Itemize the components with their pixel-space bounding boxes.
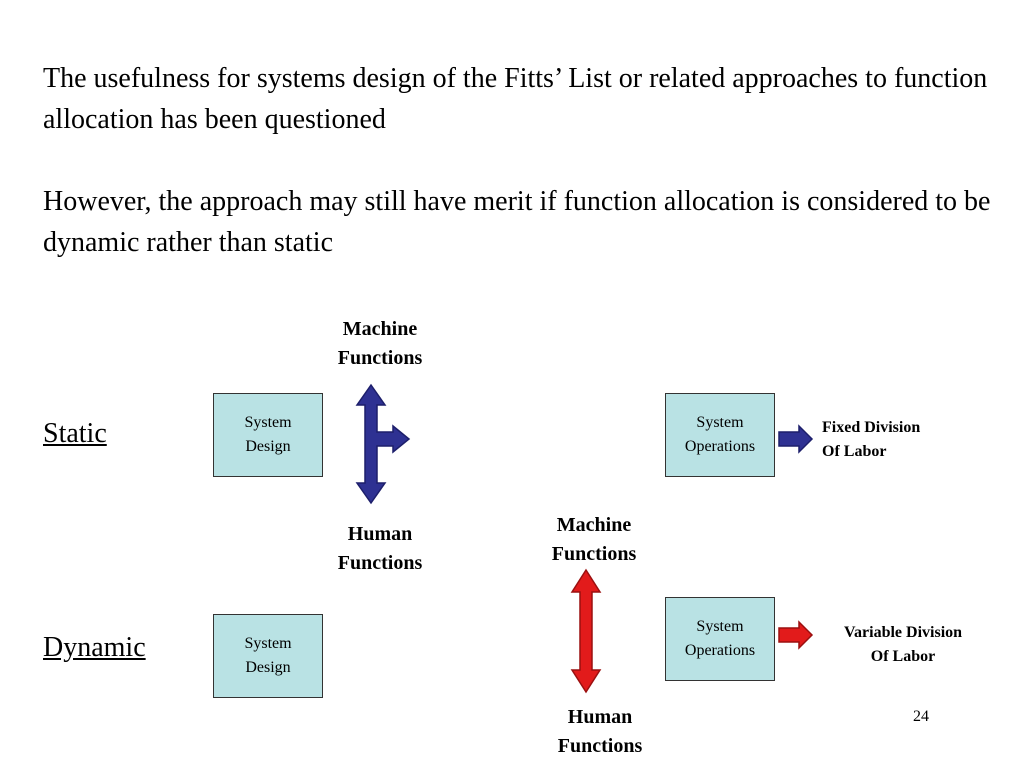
dynamic-result-line-1: Variable Division (843, 624, 963, 641)
dynamic-result-line-2: Of Labor (870, 648, 936, 665)
dynamic-ops-line-2: Operations (684, 642, 756, 659)
dynamic-human-functions-label: Human Functions (530, 703, 670, 761)
dynamic-machine-functions-label: Machine Functions (524, 511, 664, 569)
dynamic-human-line-1: Human (567, 706, 633, 728)
static-result-line-1: Fixed Division (822, 419, 921, 436)
static-result-arrow (778, 424, 814, 454)
dynamic-machine-line-1: Machine (556, 514, 632, 536)
dynamic-label: Dynamic (43, 632, 146, 663)
dynamic-result-arrow (778, 620, 814, 650)
static-human-line-2: Functions (337, 552, 423, 574)
dynamic-machine-line-2: Functions (551, 543, 637, 565)
static-result-line-2: Of Labor (822, 443, 887, 460)
static-machine-line-1: Machine (342, 318, 418, 340)
static-human-line-1: Human (347, 523, 413, 545)
dynamic-variable-division-label: Variable Division Of Labor (822, 621, 984, 669)
intro-paragraph-2: However, the approach may still have mer… (43, 186, 991, 258)
static-label: Static (43, 418, 107, 449)
dynamic-design-line-2: Design (245, 659, 291, 676)
static-design-line-1: System (244, 414, 292, 431)
static-machine-line-2: Functions (337, 347, 423, 369)
dynamic-human-line-2: Functions (557, 735, 643, 757)
static-function-allocation-arrow (355, 383, 411, 505)
static-ops-line-1: System (696, 414, 744, 431)
dynamic-function-allocation-arrow (570, 568, 602, 694)
static-ops-line-2: Operations (684, 438, 756, 455)
static-human-functions-label: Human Functions (310, 520, 450, 578)
static-fixed-division-label: Fixed Division Of Labor (822, 416, 920, 464)
dynamic-ops-line-1: System (696, 618, 744, 635)
page-number: 24 (913, 708, 929, 725)
dynamic-design-line-1: System (244, 635, 292, 652)
static-design-line-2: Design (245, 438, 291, 455)
static-machine-functions-label: Machine Functions (310, 315, 450, 373)
intro-paragraph-1: The usefulness for systems design of the… (43, 63, 988, 135)
